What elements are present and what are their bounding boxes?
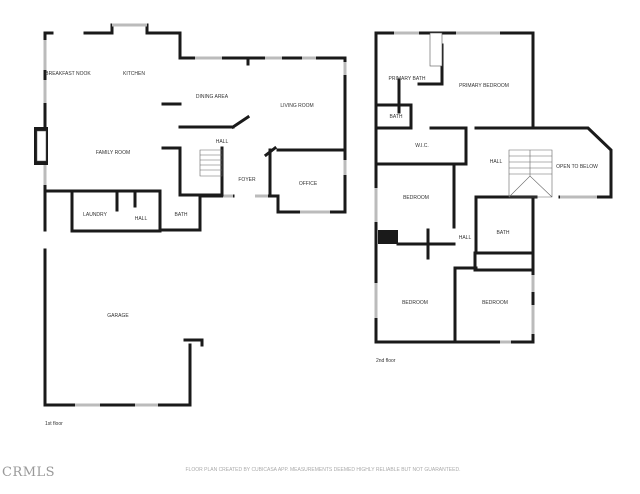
disclaimer: FLOOR PLAN CREATED BY CUBICASA APP. MEAS… — [186, 467, 461, 473]
room-label: BATH — [497, 230, 510, 236]
room-label: BREAKFAST NOOK — [45, 71, 91, 77]
logo: CRMLS — [2, 465, 55, 480]
room-label: FAMILY ROOM — [96, 150, 130, 156]
room-label: BATH — [175, 212, 188, 218]
floor-label: 2nd floor — [376, 358, 396, 364]
room-label: W.I.C. — [415, 143, 429, 149]
room-label: HALL — [490, 159, 503, 165]
room-label: BATH — [390, 114, 403, 120]
floor-label: 1st floor — [45, 421, 63, 427]
first-floor-labels: BREAKFAST NOOK KITCHEN DINING AREA LIVIN… — [45, 71, 318, 427]
room-label: LAUNDRY — [83, 212, 107, 218]
stairs-icon — [199, 149, 223, 177]
room-label: HALL — [135, 216, 148, 222]
room-label: DINING AREA — [196, 94, 229, 100]
room-label: PRIMARY BEDROOM — [459, 83, 509, 89]
room-label: BEDROOM — [403, 195, 429, 201]
room-label: OFFICE — [299, 181, 318, 187]
room-label: OPEN TO BELOW — [556, 164, 598, 170]
room-label: HALL — [459, 235, 472, 241]
room-label: HALL — [216, 139, 229, 145]
second-floor-labels: PRIMARY BATH PRIMARY BEDROOM BATH W.I.C.… — [376, 76, 598, 364]
stairs-icon — [508, 149, 553, 198]
room-label: PRIMARY BATH — [389, 76, 426, 82]
second-floor-walls — [374, 31, 613, 344]
room-label: BEDROOM — [402, 300, 428, 306]
first-floor-walls — [34, 23, 347, 407]
room-label: GARAGE — [107, 313, 129, 319]
room-label: BEDROOM — [482, 300, 508, 306]
room-label: KITCHEN — [123, 71, 145, 77]
room-label: LIVING ROOM — [280, 103, 313, 109]
room-label: FOYER — [238, 177, 256, 183]
